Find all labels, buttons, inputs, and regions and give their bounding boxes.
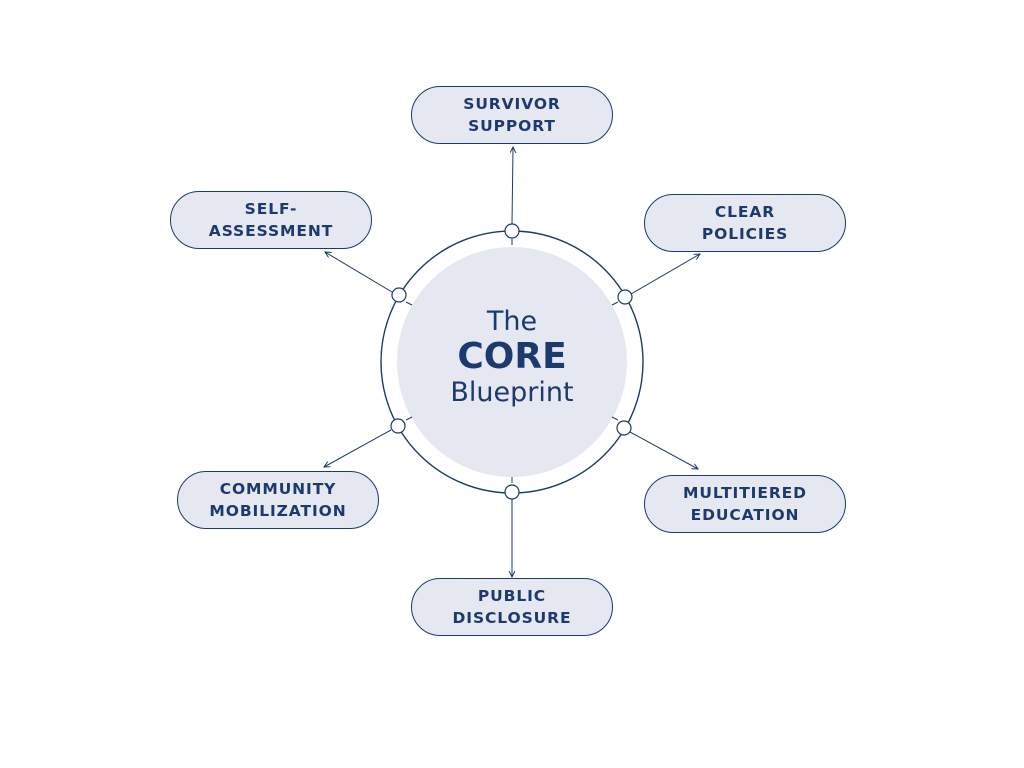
connector-survivor-support (512, 147, 513, 225)
node-label-line1: SURVIVOR (463, 95, 561, 113)
connector-self-assessment (325, 252, 393, 293)
tick-bottom-left (405, 416, 413, 421)
center-title-line1: The (486, 306, 538, 337)
node-label-line2: EDUCATION (690, 506, 800, 524)
center-title: The CORE Blueprint (412, 306, 612, 410)
node-label-line1: SELF- (244, 200, 298, 218)
node-label-line2: POLICIES (701, 225, 789, 243)
center-title-line2: CORE (457, 336, 567, 377)
node-community-mobilization: COMMUNITY MOBILIZATION (177, 471, 379, 529)
node-label-line1: PUBLIC (477, 587, 547, 605)
junction-dot-top-left (391, 287, 407, 303)
node-label-line2: SUPPORT (468, 117, 556, 135)
center-circle (397, 247, 627, 477)
node-survivor-support: SURVIVOR SUPPORT (411, 86, 613, 144)
node-self-assessment: SELF- ASSESSMENT (170, 191, 372, 249)
junction-dot-top (504, 223, 520, 239)
node-clear-policies: CLEAR POLICIES (644, 194, 846, 252)
center-title-line3: Blueprint (450, 377, 574, 408)
node-label-line2: MOBILIZATION (209, 502, 347, 520)
tick-top-left (405, 301, 413, 306)
node-label-line1: COMMUNITY (219, 480, 337, 498)
tick-bottom-right (611, 416, 619, 421)
junction-dot-bottom (504, 484, 520, 500)
connector-community-mobilization (324, 429, 392, 467)
junction-dot-top-right (617, 289, 633, 305)
junction-dot-bottom-left (390, 418, 406, 434)
tick-top-right (611, 301, 619, 306)
node-label-line2: DISCLOSURE (452, 609, 572, 627)
node-label-line1: MULTITIERED (683, 484, 807, 502)
node-label-line2: ASSESSMENT (208, 222, 334, 240)
node-label-line1: CLEAR (714, 203, 776, 221)
connector-clear-policies (630, 254, 700, 295)
connector-multitiered-education (629, 431, 698, 469)
node-public-disclosure: PUBLIC DISCLOSURE (411, 578, 613, 636)
node-multitiered-education: MULTITIERED EDUCATION (644, 475, 846, 533)
junction-dot-bottom-right (616, 420, 632, 436)
